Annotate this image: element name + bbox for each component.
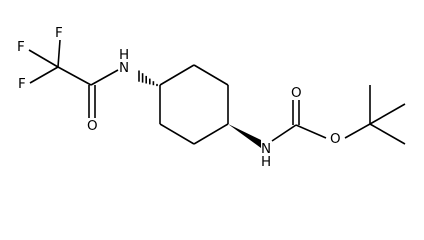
atom-label-o-amide: O [87,118,98,134]
bond-f2-cf3 [57,39,61,68]
bond-tbu-me-right [369,103,406,125]
atom-label-f3: F [18,76,26,92]
atom-label-o-ester: O [330,131,341,147]
atom-label-h-amide: H [119,47,129,63]
bond-oester-tbu [344,123,371,139]
atom-label-n-carbamate: N [261,141,271,157]
structure-canvas: F F F N H O N H O O [17,25,406,170]
bond-ring-1-2 [159,64,195,86]
hashed-wedge-c1-n [138,70,158,87]
bond-f3-cf3 [29,66,59,84]
bond-ring-2-3 [193,64,229,86]
bond-cf3-carbonyl [57,66,92,86]
atom-label-f2: F [55,25,63,41]
atom-label-n-amide: N [119,60,129,76]
atom-label-o-carbonyl: O [291,85,302,101]
atom-label-h-carbamate: H [261,154,271,170]
bond-tbu-me-bottom [369,123,406,145]
bond-carbonyl-nh [90,69,119,86]
bond-carbamate-c-oester [295,124,327,139]
atom-label-f1: F [17,39,25,55]
bond-f1-cf3 [28,49,59,68]
bond-ring-4-5 [193,123,229,145]
bond-ring-5-6 [159,123,195,145]
bond-nh-carbamate-c [271,124,297,142]
bold-wedge-c4-n [228,124,261,148]
structure-diagram: F F F N H O N H O O [17,25,406,170]
